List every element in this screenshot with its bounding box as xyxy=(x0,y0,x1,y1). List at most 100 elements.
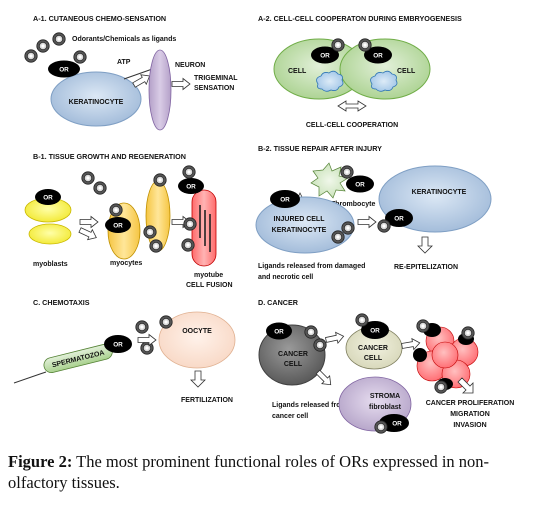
ligand-ring-icon xyxy=(461,326,475,340)
panel-a1-title: A-1. CUTANEOUS CHEMO-SENSATION xyxy=(33,14,166,23)
d-stroma-1: STROMA xyxy=(370,393,400,400)
d-cancer-2: CELL xyxy=(284,361,303,368)
ligand-ring-icon xyxy=(340,165,354,179)
starburst-icon xyxy=(310,162,349,199)
d-cancer2-1: CANCER xyxy=(358,345,388,352)
ligand-ring-icon xyxy=(181,238,195,252)
panel-a2-title: A-2. CELL-CELL COOPERATON DURING EMBRYOG… xyxy=(258,14,462,23)
ligand-ring-icon xyxy=(153,173,167,187)
b2-injured-2: KERATINOCYTE xyxy=(272,227,327,234)
myotube-nuclei xyxy=(199,205,211,252)
a1-atp-label: ATP xyxy=(117,59,131,66)
b2-injured-1: INJURED CELL xyxy=(274,216,326,223)
arrow-icon xyxy=(324,330,346,346)
figure-caption: Figure 2: The most prominent functional … xyxy=(8,451,536,493)
receptor-icon xyxy=(346,175,374,193)
a1-keratinocyte-label: KERATINOCYTE xyxy=(69,99,124,106)
panel-c-title: C. CHEMOTAXIS xyxy=(33,298,90,307)
cloud-icon xyxy=(316,70,344,92)
embryo-cell-right xyxy=(339,38,431,100)
arrow-icon xyxy=(77,224,100,243)
ligand-ring-icon xyxy=(341,221,355,235)
panel-b1: B-1. TISSUE GROWTH AND REGENERATION OR m… xyxy=(24,152,233,289)
ligand-ring-icon xyxy=(331,38,345,52)
receptor-icon xyxy=(385,209,413,227)
panel-c: C. CHEMOTAXIS SPERMATOZOA OR OOCYTE FERT… xyxy=(13,298,236,404)
injured-cell xyxy=(255,196,355,254)
a1-ligands-label: Odorants/Chemicals as ligands xyxy=(72,36,176,43)
receptor-icon xyxy=(104,335,132,353)
ligand-ring-icon xyxy=(183,217,197,231)
ligand-ring-icon xyxy=(36,39,50,53)
panel-a1: A-1. CUTANEOUS CHEMO-SENSATION Odorants/… xyxy=(24,14,238,131)
ligand-ring-icon xyxy=(331,230,345,244)
b1-or-3: OR xyxy=(186,184,196,191)
d-cancer2-2: CELL xyxy=(364,355,383,362)
double-arrow-icon xyxy=(337,100,367,112)
b2-keratinocyte-label: KERATINOCYTE xyxy=(412,189,467,196)
arrow-icon xyxy=(171,78,191,90)
receptor-icon xyxy=(311,46,339,64)
ligand-ring-icon xyxy=(143,225,157,239)
cancer-cell xyxy=(258,324,326,386)
cloud-icon xyxy=(370,70,398,92)
b1-myoblasts-label: myoblasts xyxy=(33,261,68,268)
a1-sensation-1: TRIGEMINAL xyxy=(194,75,238,82)
figure-diagram: A-1. CUTANEOUS CHEMO-SENSATION Odorants/… xyxy=(13,14,514,434)
a2-or-right: OR xyxy=(373,53,383,60)
receptor-icon xyxy=(48,60,80,78)
arrow-icon xyxy=(79,216,99,228)
b2-or-2: OR xyxy=(280,197,290,204)
ligand-ring-icon xyxy=(135,320,149,334)
panel-b1-title: B-1. TISSUE GROWTH AND REGENERATION xyxy=(33,152,186,161)
ligand-ring-icon xyxy=(313,338,327,352)
receptor-icon xyxy=(266,322,292,340)
a1-or-label: OR xyxy=(59,67,69,74)
receptor-icon xyxy=(270,190,300,208)
ligand-ring-icon xyxy=(434,380,448,394)
a2-result-label: CELL-CELL COOPERATION xyxy=(306,122,398,129)
a2-cell-right: CELL xyxy=(397,68,416,75)
d-cancer-1: CANCER xyxy=(278,351,308,358)
arrow-icon xyxy=(417,236,433,254)
b2-or-1: OR xyxy=(355,182,365,189)
a1-sensation-2: SENSATION xyxy=(194,85,234,92)
cancer-cluster xyxy=(413,319,479,394)
b2-ligands-2: and necrotic cell xyxy=(258,274,313,281)
ligand-ring-icon xyxy=(358,38,372,52)
myotube-cell xyxy=(191,189,217,267)
c-oocyte-label: OOCYTE xyxy=(182,328,212,335)
b2-thrombocyte-label: Thrombocyte xyxy=(331,201,375,208)
oocyte-cell xyxy=(158,311,236,369)
receptor-icon xyxy=(35,189,61,205)
receptor-icon xyxy=(178,178,204,194)
ligand-ring-icon xyxy=(355,313,369,327)
ligand-ring-icon xyxy=(182,165,196,179)
d-ligands-1: Ligands released from xyxy=(272,402,347,409)
b1-myotube-label: myotube xyxy=(194,272,223,279)
receptor-icon xyxy=(105,217,131,233)
arrow-icon xyxy=(457,377,474,394)
ligand-ring-icon xyxy=(93,181,107,195)
receptor-icon xyxy=(361,321,389,339)
panel-d-title: D. CANCER xyxy=(258,298,299,307)
b2-or-3: OR xyxy=(394,216,404,223)
ligand-ring-icon xyxy=(109,203,123,217)
arrow-icon xyxy=(357,216,377,228)
d-result-2: MIGRATION xyxy=(450,411,490,418)
receptor-icon xyxy=(364,46,392,64)
b1-myocytes-label: myocytes xyxy=(110,260,142,267)
ligand-ring-icon xyxy=(416,319,430,333)
ligand-ring-icon xyxy=(149,239,163,253)
d-ligands-2: cancer cell xyxy=(272,413,308,420)
d-or-2: OR xyxy=(370,328,380,335)
c-or-label: OR xyxy=(113,342,123,349)
panel-a2: A-2. CELL-CELL COOPERATON DURING EMBRYOG… xyxy=(258,14,462,129)
b2-ligands-1: Ligands released from damaged xyxy=(258,263,365,270)
ligand-ring-icon xyxy=(24,49,38,63)
a2-cell-left: CELL xyxy=(288,68,307,75)
d-or-3: OR xyxy=(392,421,402,428)
caption-label: Figure 2: xyxy=(8,452,73,471)
ligand-ring-icon xyxy=(81,171,95,185)
b2-result-label: RE-EPITELIZATION xyxy=(394,264,458,271)
